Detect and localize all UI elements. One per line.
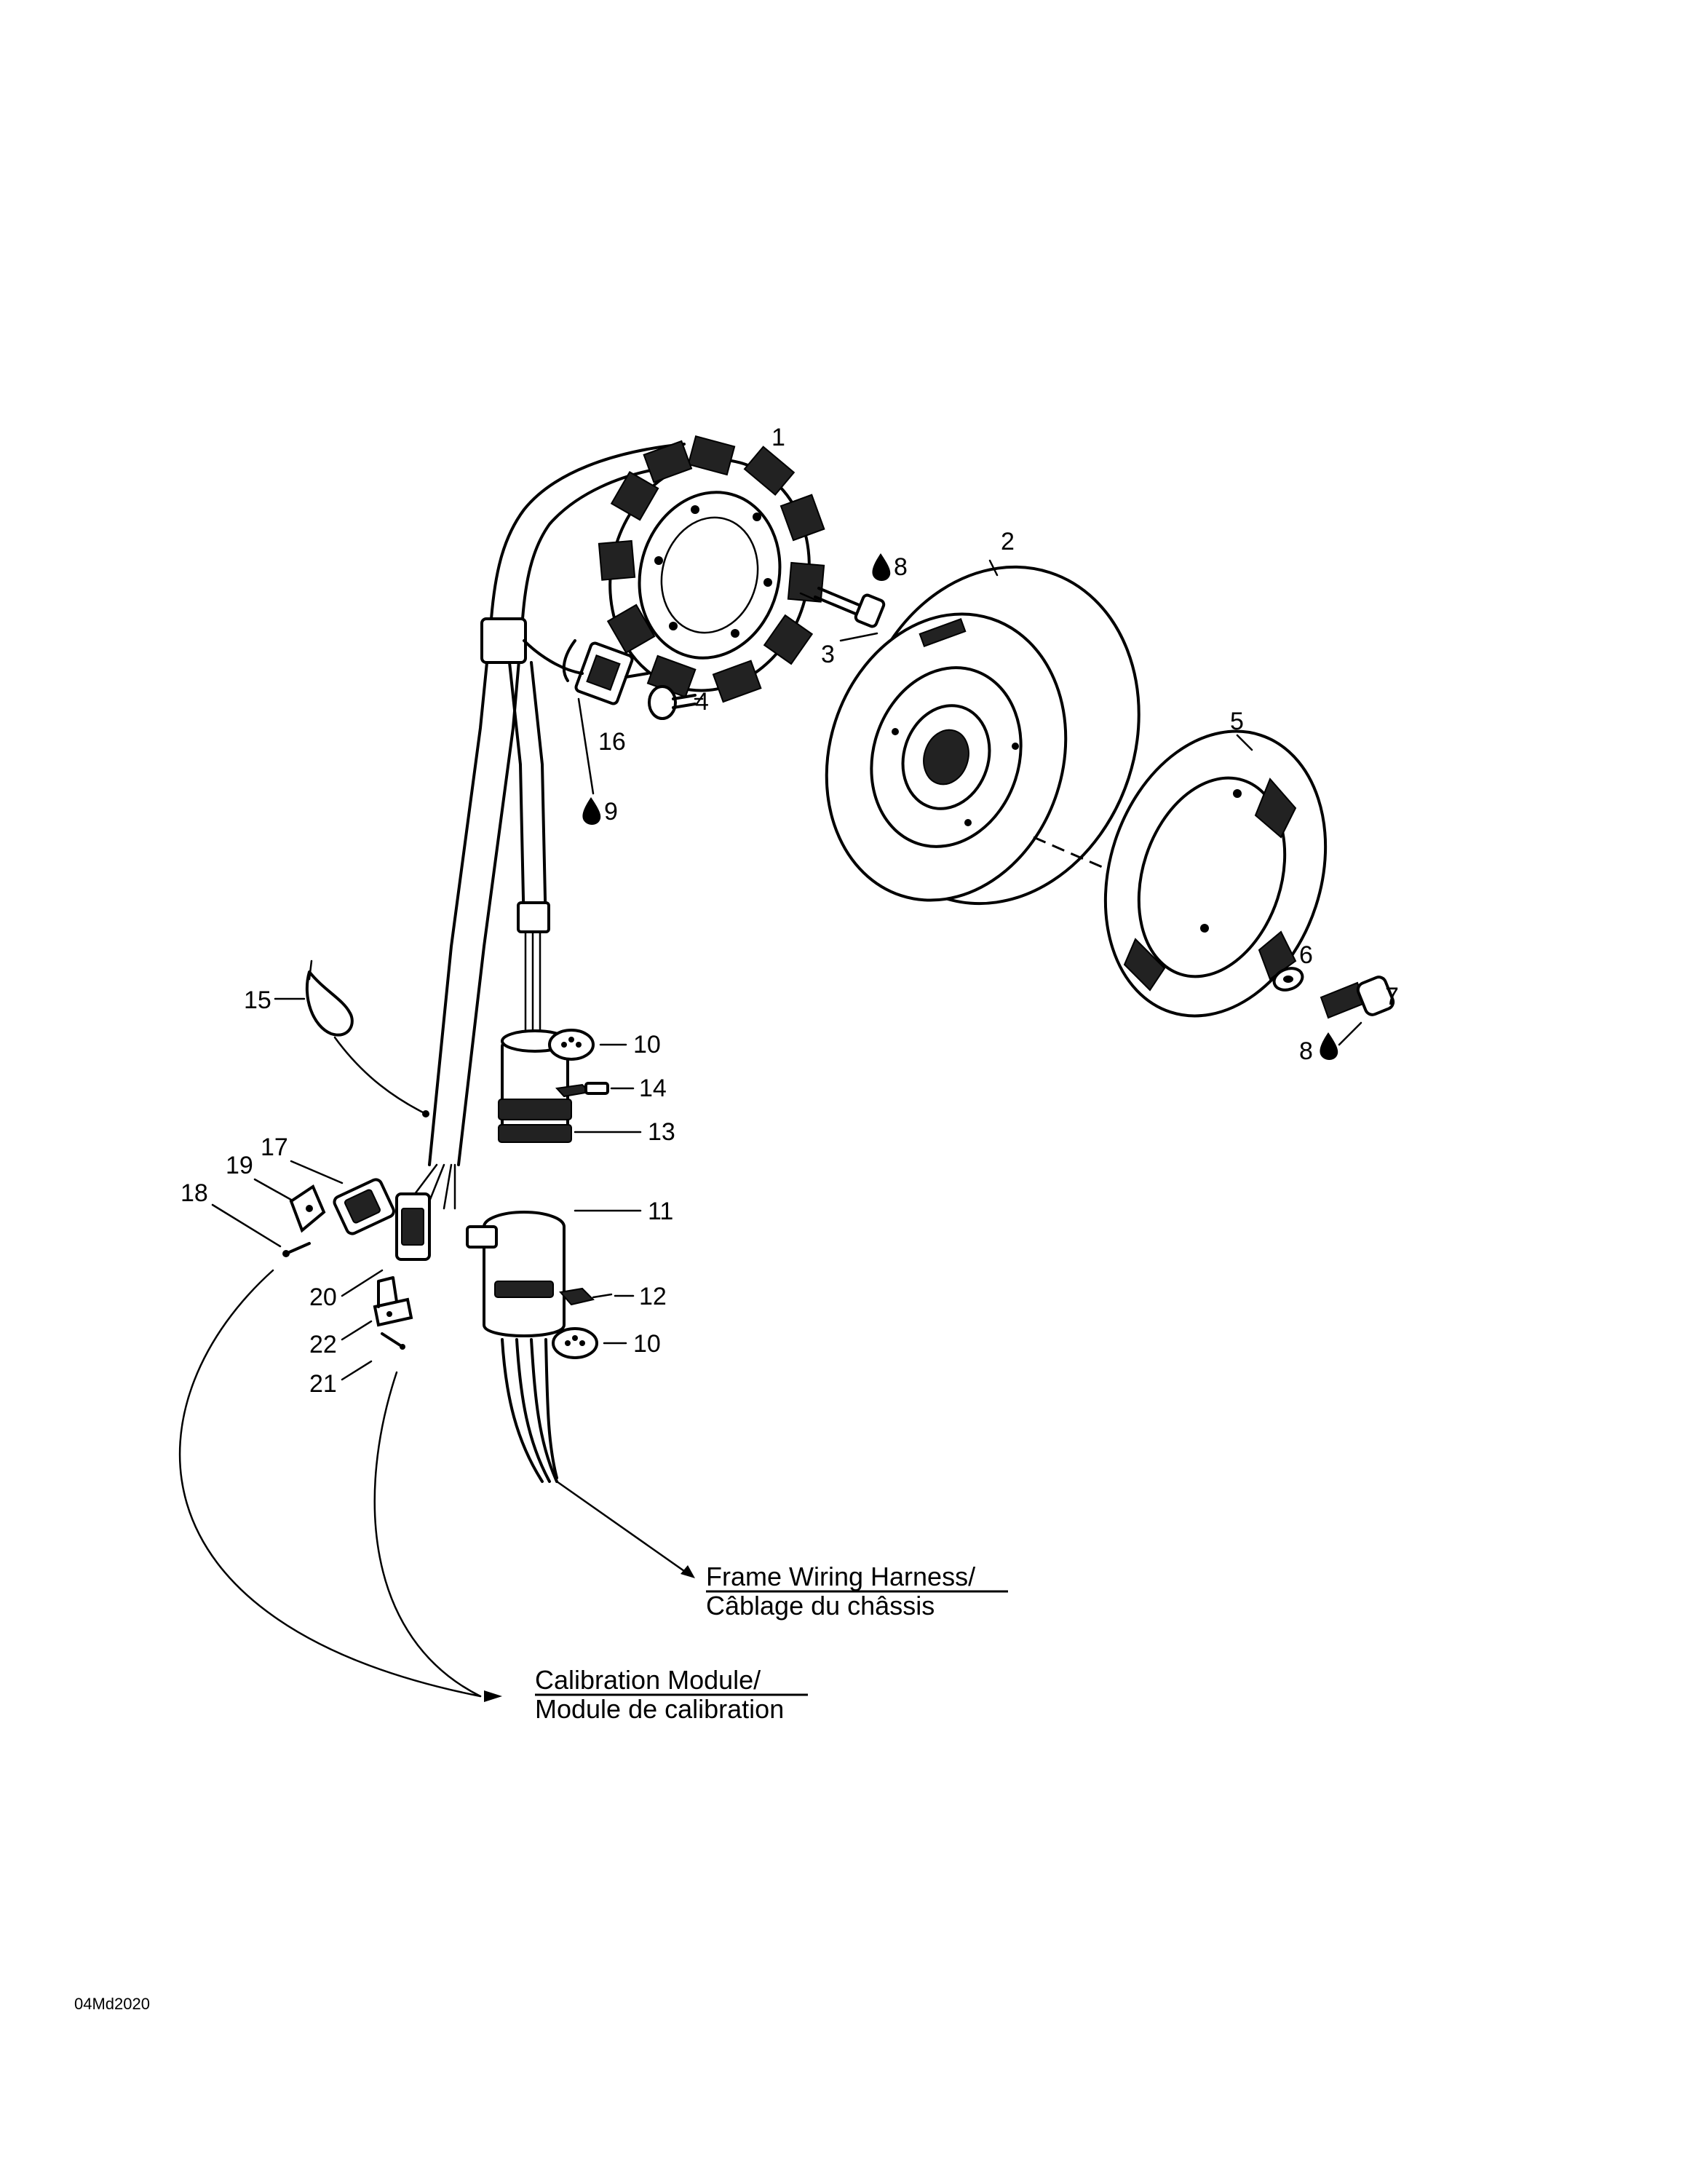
callout-8-bottom: 8	[1299, 1037, 1313, 1065]
callout-10-top: 10	[633, 1031, 661, 1059]
note-harness-line1: Frame Wiring Harness/	[706, 1562, 975, 1591]
gear-screw-part	[1320, 976, 1395, 1019]
note-harness-line2: Câblage du châssis	[706, 1591, 935, 1621]
seal-part-10-top	[548, 1029, 595, 1061]
callout-1: 1	[771, 424, 785, 451]
connector-part-17	[333, 1178, 395, 1235]
note-calibration-line1: Calibration Module/	[535, 1665, 761, 1695]
callout-10-bottom: 10	[633, 1330, 661, 1358]
callout-17: 17	[261, 1133, 288, 1161]
pin-part-21	[381, 1332, 405, 1350]
trigger-coil-screw-part	[648, 685, 704, 720]
callout-13: 13	[648, 1118, 675, 1146]
callout-20: 20	[309, 1283, 337, 1311]
pin-part-18	[282, 1242, 311, 1257]
callout-21: 21	[309, 1370, 337, 1398]
trigger-coil-part	[562, 639, 649, 705]
bracket-part-22	[373, 1276, 413, 1327]
clip-part-19	[289, 1184, 326, 1233]
callout-22: 22	[309, 1331, 337, 1358]
diagram-code: 04Md2020	[74, 1995, 150, 2013]
thread-locker-drop-icon	[872, 553, 891, 581]
callout-19: 19	[226, 1152, 253, 1179]
callout-3: 3	[821, 641, 835, 668]
leader-pin-21	[373, 1371, 482, 1698]
note-calibration-line2: Module de calibration	[535, 1694, 784, 1724]
connector-housing-11	[466, 1211, 566, 1337]
wiring-harness	[413, 617, 584, 1210]
leader-harness	[555, 1480, 693, 1578]
terminal-part-12	[559, 1287, 613, 1306]
callout-18: 18	[180, 1179, 208, 1207]
callout-14: 14	[639, 1075, 667, 1102]
seal-part-10-bottom	[552, 1327, 598, 1359]
arrowhead-harness-icon	[681, 1565, 695, 1578]
washer-part	[1272, 967, 1304, 992]
cable-tie-part	[305, 960, 354, 1037]
arrowhead-calibration-icon	[484, 1690, 502, 1702]
terminal-part-14	[555, 1082, 609, 1098]
callout-9: 9	[604, 798, 618, 826]
stator-screw-part	[799, 587, 886, 628]
callout-7: 7	[1385, 983, 1399, 1010]
callout-15: 15	[244, 986, 271, 1014]
callout-2: 2	[1001, 528, 1015, 555]
connector-part-20-housing	[395, 1192, 431, 1261]
callout-16: 16	[598, 728, 626, 756]
thread-locker-drop-icon	[582, 797, 601, 825]
leader-pin-18	[178, 1269, 482, 1698]
callout-5: 5	[1230, 708, 1244, 735]
stator-part	[490, 435, 825, 703]
callout-4: 4	[695, 688, 709, 716]
callout-6: 6	[1299, 941, 1313, 969]
thread-locker-drop-icon	[1320, 1032, 1338, 1060]
callout-8-top: 8	[894, 553, 908, 581]
callout-12: 12	[639, 1283, 667, 1310]
callout-11: 11	[648, 1198, 673, 1225]
ring-gear-part	[1103, 729, 1328, 1018]
flywheel-part	[825, 565, 1140, 906]
